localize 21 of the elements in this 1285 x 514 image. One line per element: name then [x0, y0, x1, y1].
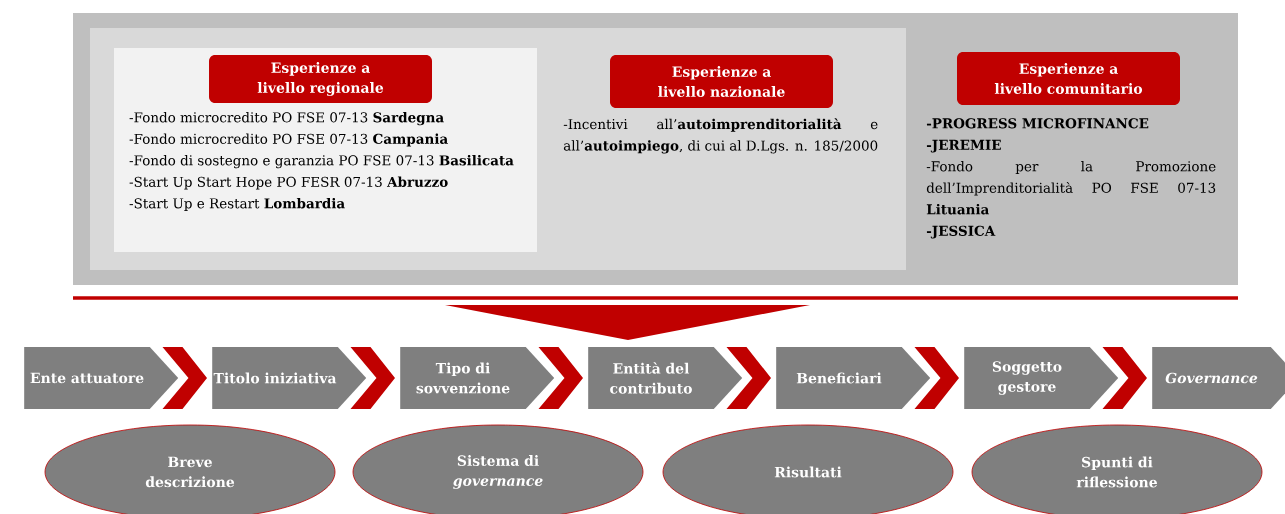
- body-text: -Incentivi all’autoimprenditorialità e all’autoimpiego, di cui al D.Lgs. n. 185/2000: [563, 118, 878, 154]
- list-item: -Fondo per la Promozione dell’Imprenditorialità PO FSE 07-13 Lituania: [926, 160, 1216, 215]
- chevron-arrow: [538, 347, 583, 409]
- step-banner: Governance: [1152, 347, 1285, 409]
- chevron-arrow: [1102, 347, 1147, 409]
- step-banner: Entità del contributo: [588, 347, 743, 409]
- heading-box: Esperienze a livello comunitario: [957, 52, 1180, 105]
- chevron-arrow: [914, 347, 959, 409]
- chevron-arrow: [350, 347, 395, 409]
- step-banner: Ente attuatore: [24, 347, 179, 409]
- heading-box: Esperienze a livello regionale: [209, 55, 432, 103]
- list-item: -JESSICA: [926, 225, 996, 239]
- chevron-arrow: [162, 347, 207, 409]
- step-banner: Beneficiari: [776, 347, 931, 409]
- step-banner: Titolo iniziativa: [212, 347, 367, 409]
- chevron-arrow: [726, 347, 771, 409]
- heading-box: Esperienze a livello nazionale: [610, 55, 833, 108]
- step-banner: Tipo di sovvenzione: [400, 347, 555, 409]
- step-banner: Soggetto gestore: [964, 347, 1119, 409]
- list-item: -JEREMIE: [926, 139, 1001, 153]
- list-item: -PROGRESS MICROFINANCE: [926, 118, 1149, 129]
